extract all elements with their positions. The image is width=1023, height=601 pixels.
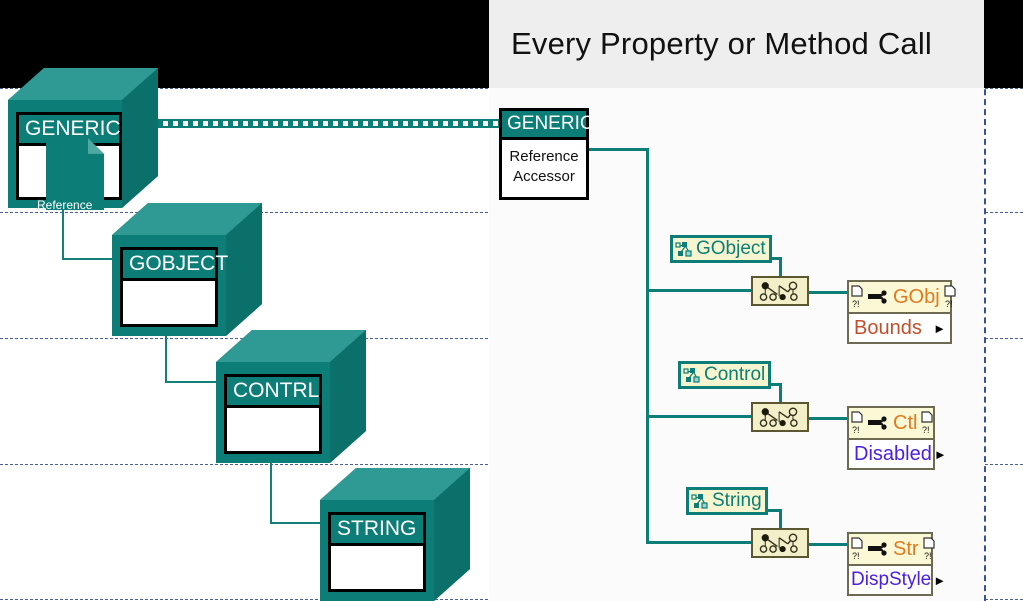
wrench-icon [868, 542, 887, 556]
property-name: Bounds [854, 316, 922, 339]
chip-drop-wire-control [779, 383, 782, 417]
inherit-wire-contrl-h [270, 522, 326, 524]
branch-wire-control [646, 415, 756, 418]
class-cube-gobject: GOBJECT [112, 203, 262, 336]
terminal-io-icon: ?! [851, 285, 863, 309]
wire-node-icon-string[interactable] [751, 528, 809, 558]
reference-badge-label: Reference [37, 198, 93, 212]
grid-line-v [984, 0, 986, 601]
cube-header-gobject: GOBJECT [123, 250, 228, 281]
document-icon: Reference [37, 138, 104, 212]
property-node-header: ?! GObj ?! [849, 282, 956, 314]
terminal-io-icon: ?! [922, 537, 935, 561]
page-title: Every Property or Method Call [511, 26, 933, 61]
class-hierarchy-icon [691, 493, 708, 509]
top-right-black-band [984, 0, 1023, 88]
chip-drop-wire-gobject [779, 257, 782, 291]
reference-accessor-box[interactable]: GENERIC Reference Accessor [499, 108, 594, 200]
property-node-class: Ctl [893, 411, 918, 434]
property-node-string[interactable]: ?! Str ?! DispStyle ► [847, 532, 946, 596]
accessor-line-1: Reference [509, 147, 579, 165]
wire-node-glyph [759, 407, 798, 427]
trunk-wire-head [589, 148, 649, 151]
node-to-prop-wire-string [808, 543, 850, 546]
accessor-line-2: Accessor [513, 168, 575, 185]
wire-node-glyph [759, 533, 798, 553]
wire-node-icon-control[interactable] [751, 402, 809, 432]
svg-text:?!: ?! [924, 551, 932, 561]
inherit-wire-gobject-v [165, 322, 167, 383]
class-chip-label: GObject [696, 238, 766, 259]
expand-arrow-icon[interactable]: ► [933, 572, 947, 588]
class-chip-control[interactable]: Control [678, 361, 772, 389]
property-row[interactable]: Bounds ► [849, 314, 950, 342]
inherit-wire-contrl-v [270, 462, 272, 524]
chip-wire-control [766, 383, 782, 386]
wrench-icon [868, 416, 887, 430]
class-cube-generic: GENERIC Reference [8, 68, 158, 212]
accessor-header: GENERIC [502, 111, 594, 140]
class-chip-string[interactable]: String [686, 487, 768, 515]
branch-wire-string [646, 541, 756, 544]
expand-arrow-icon[interactable]: ► [933, 446, 947, 462]
cube-front-panel: GOBJECT [120, 247, 228, 327]
property-row[interactable]: DispStyle ► [849, 566, 946, 594]
wire-node-icon-gobject[interactable] [751, 276, 809, 306]
branch-wire-gobject [646, 289, 756, 292]
property-node-gobject[interactable]: ?! GObj ?! Bounds ► [847, 280, 956, 344]
property-node-header: ?! Str ?! [849, 534, 935, 566]
cube-front-panel: STRING [328, 512, 426, 592]
reference-dotted-wire [148, 119, 500, 128]
class-hierarchy-icon [675, 241, 692, 257]
document-fold [87, 138, 104, 154]
chip-wire-gobject [766, 257, 782, 260]
svg-text:?!: ?! [852, 551, 860, 561]
title-bar: Every Property or Method Call [489, 0, 984, 88]
trunk-wire-vertical [646, 148, 649, 544]
class-cube-contrl: CONTRL [216, 330, 366, 463]
terminal-io-icon: ?! [921, 411, 934, 435]
node-to-prop-wire-control [808, 417, 850, 420]
class-cube-string: STRING [320, 468, 470, 601]
property-node-header: ?! Ctl ?! [849, 408, 934, 440]
property-node-class: Str [893, 537, 919, 560]
expand-arrow-icon[interactable]: ► [933, 320, 946, 336]
property-node-class: GObj [893, 285, 940, 308]
class-hierarchy-icon [683, 367, 700, 383]
class-chip-label: Control [704, 364, 766, 385]
property-row[interactable]: Disabled ► [849, 440, 947, 468]
cube-header-string: STRING [331, 515, 423, 546]
class-chip-label: String [712, 490, 762, 511]
terminal-io-icon: ?! [851, 537, 863, 561]
node-to-prop-wire-gobject [808, 291, 850, 294]
property-name: DispStyle [851, 569, 932, 590]
wire-node-glyph [759, 281, 798, 301]
chip-wire-string [766, 509, 782, 512]
inherit-wire-generic-v [62, 196, 64, 260]
svg-text:?!: ?! [852, 425, 860, 435]
cube-front-panel: CONTRL [224, 374, 322, 454]
svg-text:?!: ?! [852, 299, 860, 309]
cube-header-contrl: CONTRL [227, 377, 319, 408]
accessor-body: Reference Accessor [502, 140, 586, 194]
inherit-wire-generic-h [62, 258, 118, 260]
inherit-wire-gobject-h [165, 381, 221, 383]
wrench-icon [868, 290, 887, 304]
terminal-io-icon: ?! [944, 285, 956, 309]
svg-text:?!: ?! [945, 299, 953, 309]
terminal-io-icon: ?! [851, 411, 863, 435]
property-node-control[interactable]: ?! Ctl ?! Disabled ► [847, 406, 947, 470]
chip-drop-wire-string [779, 509, 782, 543]
class-chip-gobject[interactable]: GObject [670, 235, 772, 263]
property-name: Disabled [854, 442, 932, 465]
svg-text:?!: ?! [922, 425, 930, 435]
